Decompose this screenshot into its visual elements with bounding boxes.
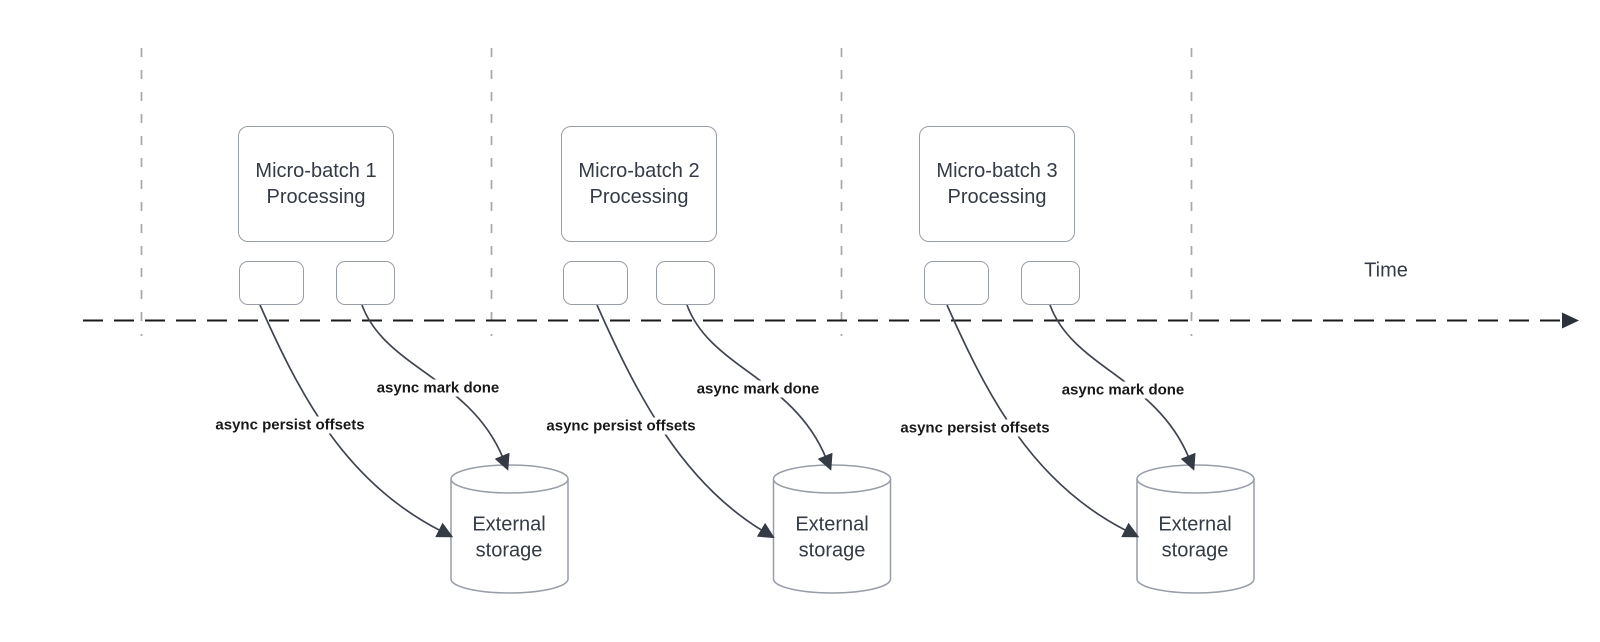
external-storage-cylinder-3 [1136,464,1255,594]
task-box-1-right [336,261,395,305]
micro-batch-3-label: Micro-batch 3 Processing [936,160,1058,208]
external-storage-label-1: External storage [472,513,546,562]
cylinder-body [1136,479,1255,594]
cylinder-body [450,479,569,594]
time-axis-arrowhead-icon [1562,312,1579,329]
external-storage-cylinder-1 [450,464,569,594]
persist-offsets-label-2: async persist offsets [543,417,699,435]
mark-done-arrow-2 [686,304,833,471]
task-box-1-left [239,261,304,305]
task-box-2-right [656,261,715,305]
cylinder-body [772,479,892,594]
micro-batch-2-label: Micro-batch 2 Processing [578,160,700,208]
persist-offsets-label-1: async persist offsets [212,416,368,434]
mark-done-arrow-1 [361,304,510,471]
time-axis-label: Time [1364,259,1408,282]
task-box-2-left [563,261,628,305]
mark-done-label-2: async mark done [693,380,823,398]
task-box-3-left [924,261,989,305]
persist-offsets-label-3: async persist offsets [897,419,1053,437]
micro-batch-1-label: Micro-batch 1 Processing [255,160,377,208]
micro-batch-2-box: Micro-batch 2 Processing [561,126,717,242]
cylinder-lid [1136,464,1255,494]
cylinder-lid [450,464,569,494]
persist-offsets-arrow-3 [946,304,1140,538]
task-box-3-right [1021,261,1080,305]
mark-done-label-1: async mark done [373,379,503,397]
micro-batch-1-box: Micro-batch 1 Processing [238,126,394,242]
micro-batch-3-box: Micro-batch 3 Processing [919,126,1075,242]
external-storage-label-3: External storage [1158,513,1232,562]
mark-done-arrow-3 [1049,304,1196,471]
external-storage-cylinder-2 [772,464,892,594]
cylinder-lid [772,464,892,494]
external-storage-label-2: External storage [795,513,869,562]
mark-done-label-3: async mark done [1058,381,1188,399]
